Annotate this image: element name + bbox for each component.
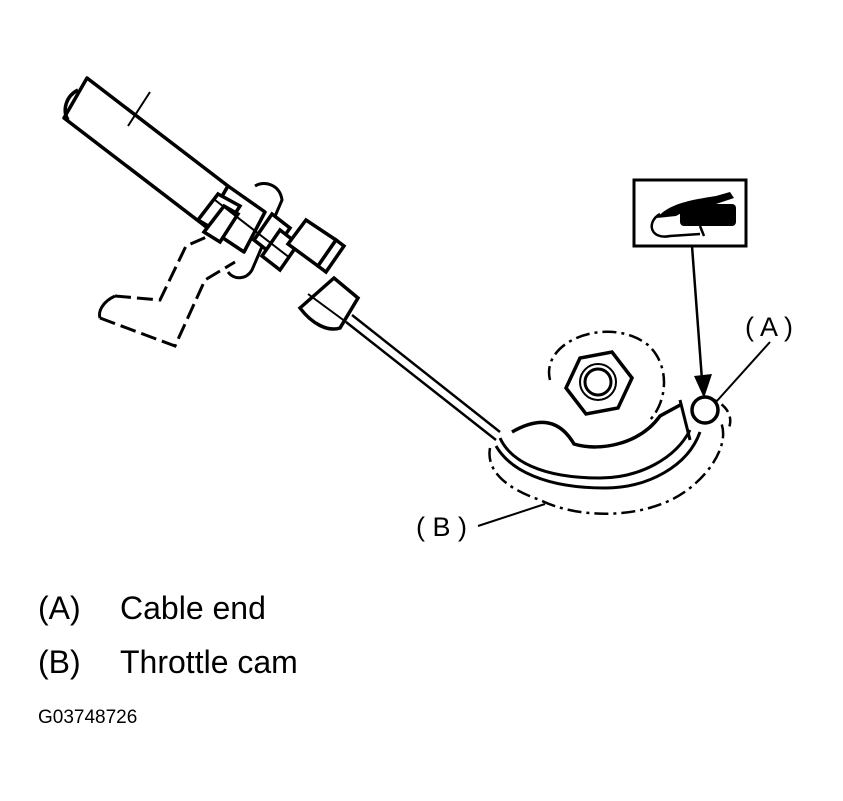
cable-end-ball xyxy=(678,395,720,441)
cable-housing xyxy=(62,76,267,254)
legend-label: Cable end xyxy=(120,590,266,626)
lubrication-arrow xyxy=(690,245,712,398)
legend-label: Throttle cam xyxy=(120,644,298,680)
figure-code: G03748726 xyxy=(38,707,138,728)
legend-key: (B) xyxy=(38,644,81,680)
callout-b-leader xyxy=(477,503,546,527)
legend-item-cable-end: (A) Cable end xyxy=(38,590,266,626)
inner-cable xyxy=(345,314,501,441)
cable-sleeve xyxy=(285,217,361,331)
grease-gun-icon xyxy=(632,178,748,248)
legend-key: (A) xyxy=(38,590,81,626)
callout-a-leader xyxy=(715,341,771,403)
callout-b-label: ( B ) xyxy=(416,512,467,542)
legend-item-throttle-cam: (B) Throttle cam xyxy=(38,644,298,680)
adjusting-nuts xyxy=(195,191,301,273)
callout-a-label: ( A ) xyxy=(745,312,793,342)
throttle-cam xyxy=(488,330,732,515)
